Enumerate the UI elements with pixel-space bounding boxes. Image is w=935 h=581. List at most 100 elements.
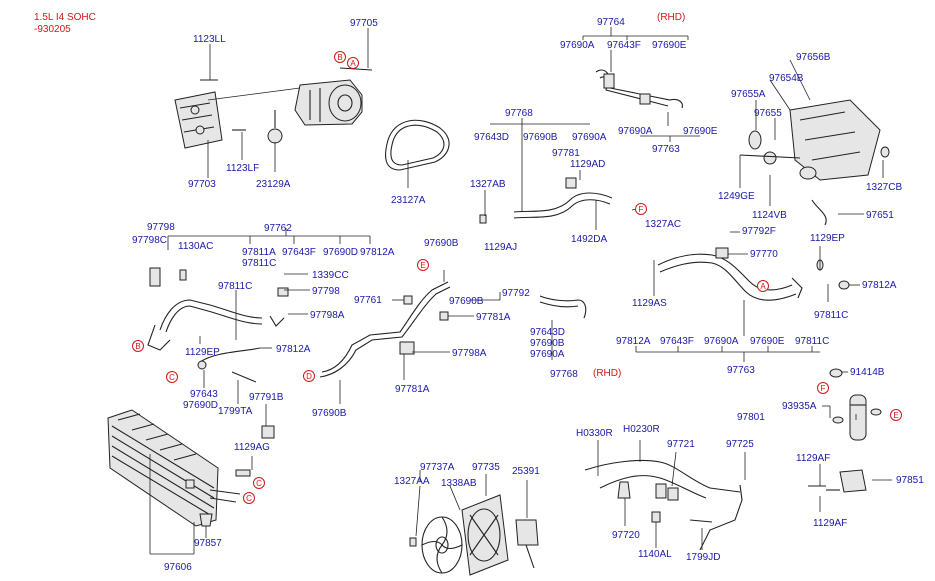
- part-number-label: 1129EP: [185, 347, 220, 358]
- condenser-fan-assembly: [409, 494, 539, 576]
- part-number-label: 91414B: [850, 367, 885, 378]
- part-number-label: 97781A: [476, 312, 511, 323]
- part-number-label: 1249GE: [718, 191, 755, 202]
- ref-marker-c-cond-2: C: [243, 492, 255, 504]
- part-number-label: H0230R: [623, 424, 660, 435]
- svg-text:E: E: [420, 261, 425, 270]
- part-number-label: 97737A: [420, 462, 455, 473]
- part-number-label: 97811C: [242, 258, 276, 269]
- part-number-label: 97801: [737, 412, 765, 423]
- part-number-label: H0330R: [576, 428, 613, 439]
- liquid-line-middle: [319, 281, 587, 378]
- part-number-label: 97781A: [395, 384, 430, 395]
- svg-text:A: A: [350, 59, 356, 68]
- part-number-label: 97690B: [530, 338, 565, 349]
- ref-marker-e-mid: E: [417, 259, 429, 271]
- drive-belt: [385, 119, 450, 171]
- part-number-label: 97764: [597, 17, 625, 28]
- part-number-label: 97811C: [218, 281, 252, 292]
- ref-marker-b-left: B: [132, 340, 144, 352]
- part-number-label: 97690D: [183, 400, 218, 411]
- part-number-label: 97735: [472, 462, 500, 473]
- discharge-hose-top: [595, 69, 683, 109]
- part-number-label: 97721: [667, 439, 695, 450]
- part-number-label: 93935A: [782, 401, 817, 412]
- part-number-label: 97811A: [242, 247, 276, 258]
- part-number-label: 97656B: [796, 52, 831, 63]
- part-number-label: 97762: [264, 223, 292, 234]
- part-number-label: 97703: [188, 179, 216, 190]
- part-number-label: 1140AL: [638, 549, 672, 560]
- ref-marker-c-left: C: [166, 371, 178, 383]
- part-number-label: 1129AJ: [484, 242, 517, 253]
- part-number-label: 1129AF: [813, 518, 847, 529]
- leader-lines: [149, 27, 892, 555]
- part-number-label: 1123LL: [193, 34, 226, 45]
- part-number-label: 97690B: [424, 238, 459, 249]
- part-number-label: 23129A: [256, 179, 291, 190]
- svg-text:A: A: [760, 282, 766, 291]
- ref-marker-f-right: F: [817, 382, 829, 394]
- part-number-label: 97690A: [572, 132, 607, 143]
- part-number-label: 1129AF: [796, 453, 830, 464]
- part-number-label: 97792F: [742, 226, 776, 237]
- part-number-label: 97720: [612, 530, 640, 541]
- part-number-label: 97791B: [249, 392, 284, 403]
- suction-hose-right: [657, 247, 850, 378]
- engine-spec-label: 1.5L I4 SOHC: [34, 12, 96, 23]
- part-number-label: 97851: [896, 475, 924, 486]
- rhd-note: (RHD): [657, 12, 685, 23]
- rhd-note: (RHD): [593, 368, 621, 379]
- svg-text:C: C: [169, 373, 175, 382]
- part-number-label: 97857: [194, 538, 222, 549]
- part-number-label: 97792: [502, 288, 530, 299]
- part-number-label: 97643F: [607, 40, 641, 51]
- ref-marker-f-top: F: [635, 203, 647, 215]
- part-number-label: 97643D: [530, 327, 565, 338]
- wiring-harness: [584, 459, 743, 551]
- part-number-label: 1124VB: [752, 210, 787, 221]
- part-number-label: 97770: [750, 249, 778, 260]
- ref-marker-a-top: A: [347, 57, 359, 69]
- discharge-hose-left: [147, 267, 289, 439]
- part-number-label: 97643D: [474, 132, 509, 143]
- part-number-label: 97705: [350, 18, 378, 29]
- svg-text:C: C: [246, 494, 252, 503]
- part-number-label: 97690B: [312, 408, 347, 419]
- part-number-label: 97811C: [795, 336, 829, 347]
- svg-text:B: B: [337, 53, 342, 62]
- part-number-label: 97763: [727, 365, 755, 376]
- part-number-label: 97798C: [132, 235, 167, 246]
- part-number-label: 97768: [550, 369, 578, 380]
- svg-text:F: F: [639, 205, 644, 214]
- part-number-label: 1327CB: [866, 182, 902, 193]
- part-number-label: 97761: [354, 295, 382, 306]
- part-number-label: 97655: [754, 108, 782, 119]
- part-number-label: 97690B: [449, 296, 484, 307]
- part-number-label: 97763: [652, 144, 680, 155]
- part-number-label: 97812A: [360, 247, 395, 258]
- svg-text:B: B: [135, 342, 140, 351]
- part-number-label: 97690E: [652, 40, 687, 51]
- condenser-assembly: [107, 409, 251, 527]
- part-number-label: 1338AB: [441, 478, 477, 489]
- ref-marker-a-right: A: [757, 280, 769, 292]
- part-number-label: 97690E: [683, 126, 718, 137]
- part-number-label: 1327AA: [394, 476, 430, 487]
- part-number-label: 97651: [866, 210, 894, 221]
- ref-marker-d-mid: D: [303, 370, 315, 382]
- part-number-label: 97643F: [660, 336, 694, 347]
- part-number-label: 97655A: [731, 89, 766, 100]
- part-number-label: 1327AB: [470, 179, 506, 190]
- part-number-label: 1129AD: [570, 159, 605, 170]
- part-number-label: 97690A: [530, 349, 565, 360]
- part-number-label: 97768: [505, 108, 533, 119]
- part-number-label: 97798A: [310, 310, 345, 321]
- svg-text:E: E: [893, 411, 898, 420]
- part-number-label: 1129EP: [810, 233, 845, 244]
- part-number-label: 1799TA: [218, 406, 253, 417]
- receiver-drier: [808, 394, 882, 493]
- part-number-label: 97725: [726, 439, 754, 450]
